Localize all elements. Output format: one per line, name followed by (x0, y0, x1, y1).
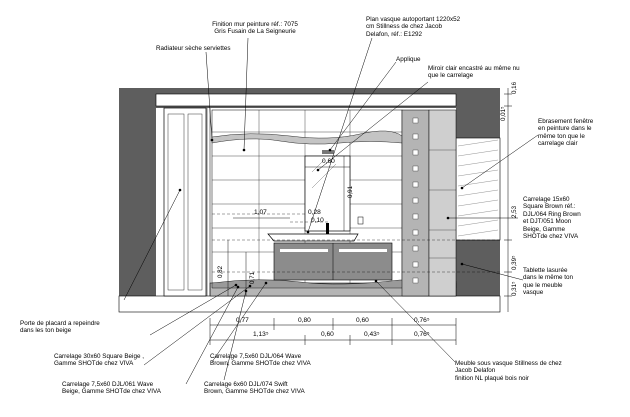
cupboard-door (163, 107, 207, 297)
right-wall-upper (456, 88, 500, 138)
label-line: Jacob Delafon (455, 367, 496, 375)
dim-mirror-height: 0,91 (347, 185, 354, 198)
dim-bottom-5: 1,13⁵ (253, 331, 269, 338)
dim-right-low: 0,31⁵ (511, 281, 518, 296)
side-tile-panel (428, 109, 457, 297)
label-basin: Plan vasque autoportant 1220x52 cm Still… (366, 16, 460, 38)
dim-bottom-4: 0,76⁵ (414, 317, 430, 324)
dim-right-01: 0,01⁵ (500, 106, 507, 121)
label-line: Square Brown réf.: (523, 203, 576, 211)
floor (118, 295, 501, 313)
dim-bottom-1: 0,77 (236, 317, 249, 324)
label-line: Brown, Gamme SHOTde chez VIVA (210, 360, 311, 368)
label-line: cm Stillness de chez Jacob (366, 23, 442, 31)
label-line: Tablette lasurée (523, 267, 568, 274)
label-line: Ebrasement fenêtre (538, 118, 594, 125)
label-tile-15x60: Carrelage 15x60 Square Brown réf.: DJL/0… (523, 196, 581, 240)
wall-light (322, 150, 334, 154)
base-wave (211, 279, 457, 289)
label-line: Gamme SHOTde chez VIVA (54, 360, 134, 368)
label-line: Beige, Gamme SHOTde chez VIVA (62, 388, 161, 396)
label-line: DJL/064 Ring Brown (523, 210, 581, 218)
ceiling-inner (155, 93, 457, 107)
dim-left-height: 0,82 (217, 265, 224, 278)
label-line: même ton que le (538, 132, 585, 140)
dim-bottom-2: 0,80 (298, 317, 311, 324)
dim-right-shelf: 0,39⁵ (511, 255, 518, 270)
label-line: Carrelage 7,5x60 DJL/064 Wave (210, 353, 302, 360)
switch (357, 216, 364, 225)
dim-vanity-height: 0,71 (249, 271, 256, 284)
label-line: dans le même ton (523, 274, 574, 282)
label-line: Meuble sous vasque Stillness de chez (455, 360, 562, 367)
label-line: Carrelage 7,5x60 DJL/061 Wave (62, 381, 154, 388)
label-line: Porte de placard a repeindre (20, 320, 100, 327)
label-tile-wave-brown: Carrelage 7,5x60 DJL/064 Wave Brown, Gam… (210, 353, 311, 368)
tap (326, 223, 329, 234)
label-line: dans les ton beige (20, 327, 72, 335)
label-line: Carrelage 15x60 (523, 196, 570, 203)
label-line: carrelage clair (538, 140, 578, 148)
label-vanity-unit: Meuble sous vasque Stillness de chez Jac… (455, 360, 562, 382)
dim-bottom-8: 0,76⁵ (414, 331, 430, 338)
label-line: que le carrelage (428, 72, 474, 80)
label-paint-finish: Finition mur peinture réf.: 7075 Gris Fu… (200, 21, 310, 36)
cupboard-panel-right (187, 113, 203, 291)
label-line: et DJT/051 Moon (523, 218, 572, 226)
label-line: Plan vasque autoportant 1220x52 (366, 16, 461, 23)
label-towel-radiator: Radiateur sèche serviettes (156, 45, 231, 52)
label-line: Applique (396, 56, 421, 63)
label-tile-swift: Carrelage 6x60 DJL/074 Swift Brown, Gamm… (204, 381, 305, 396)
label-cupboard-door: Porte de placard a repeindre dans les to… (20, 320, 100, 335)
label-shelf: Tablette lasurée dans le même ton que le… (523, 267, 573, 297)
cupboard-panel-left (167, 113, 185, 291)
dim-right-main: 2,53 (511, 205, 518, 218)
label-window-reveal: Ebrasement fenêtre en peinture dans le m… (538, 118, 593, 148)
left-wall-mass (119, 88, 156, 312)
label-line: Carrelage 30x60 Square Beige , (54, 353, 144, 360)
label-line: Finition mur peinture réf.: 7075 (212, 21, 298, 28)
label-line: Delafon, réf.: E1292 (366, 30, 423, 38)
dim-tap-offset: 0,28 (308, 209, 321, 216)
dim-mirror-width: 0,60 (322, 158, 335, 165)
dim-basin-offset: 1,07 (254, 209, 267, 216)
label-line: vasque (523, 289, 544, 297)
label-line: finition NL plaqué bois noir (455, 374, 529, 382)
label-line: en peinture dans le (538, 125, 592, 133)
label-mirror: Miroir clair encastré au même nu que le … (428, 65, 520, 80)
label-line: Carrelage 6x60 DJL/074 Swift (204, 381, 288, 388)
label-line: Miroir clair encastré au même nu (428, 65, 520, 72)
dim-bottom-3: 0,60 (356, 317, 369, 324)
label-line: Brown, Gamme SHOTde chez VIVA (204, 388, 305, 396)
label-line: SHOTde chez VIVA (523, 233, 579, 241)
label-line: Radiateur sèche serviettes (156, 45, 231, 52)
dim-tap-small: 0,10 (311, 217, 324, 224)
dim-right-top: 0,16 (511, 81, 518, 94)
label-line: Beige, Gamme (523, 225, 565, 233)
label-tile-wave-beige: Carrelage 7,5x60 DJL/061 Wave Beige, Gam… (62, 381, 161, 396)
dim-bottom-6: 0,60 (321, 331, 334, 338)
dim-bottom-7: 0,43⁵ (364, 331, 380, 338)
label-line: que le meuble (523, 281, 563, 289)
label-tile-30x60: Carrelage 30x60 Square Beige , Gamme SHO… (54, 353, 144, 368)
label-line: Gris Fusain de La Seigneurie (214, 28, 296, 36)
label-wall-light: Applique (396, 56, 421, 63)
